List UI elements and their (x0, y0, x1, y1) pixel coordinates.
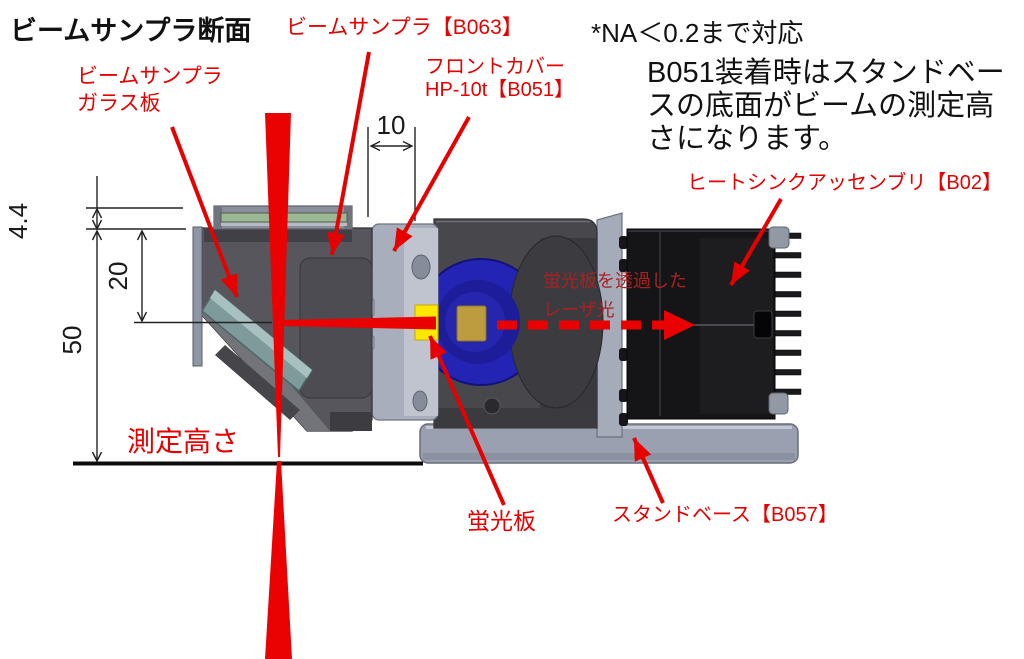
label-beam-sampler: ビームサンプラ【B063】 (286, 16, 523, 39)
label-glass-plate: ビームサンプラ ガラス板 (77, 65, 223, 116)
leader-heatsink (729, 197, 783, 287)
heatsink-bottom-post (768, 392, 789, 415)
dim-20: 20 (103, 262, 133, 291)
sensor-chip (456, 305, 487, 342)
note-na: *NA＜0.2まで対応 (591, 18, 804, 48)
dim-10: 10 (377, 110, 406, 140)
page-title: ビームサンプラ断面 (10, 16, 252, 46)
dim-50: 50 (57, 326, 87, 355)
beam-horizontal (280, 316, 436, 330)
lens-assembly (417, 235, 604, 409)
beam-dashed-arrowhead (664, 310, 695, 340)
heatsink-aperture-knob (753, 310, 773, 339)
beam-vertical-lower (265, 461, 292, 659)
label-fluorescent-plate: 蛍光板 (467, 508, 536, 534)
label-stand-base: スタンドベース【B057】 (612, 504, 838, 526)
leader-beam-sampler (327, 51, 371, 256)
leader-stand-base (632, 437, 665, 504)
dimension-lines (86, 127, 416, 463)
leader-front-cover (392, 116, 471, 252)
label-heatsink: ヒートシンクアッセンブリ【B02】 (687, 172, 1002, 194)
laser-beam (265, 113, 695, 659)
leader-glass-plate (170, 126, 239, 298)
mount-plate (192, 226, 203, 367)
label-measurement-height: 測定高さ (127, 426, 240, 457)
housing-cylinder (299, 257, 373, 399)
note-b051: B051装着時はスタンドベー スの底面がビームの測定高 さになります。 (647, 57, 1005, 156)
label-laser-through: 蛍光板を透過した レーザ光 (543, 271, 687, 320)
dim-4-4: 4.4 (3, 203, 33, 239)
heatsink-top-post (768, 226, 790, 249)
heatsink-fins (774, 232, 802, 395)
beam-vertical-upper (265, 113, 291, 457)
leader-arrows (170, 51, 783, 506)
leader-fluorescent (428, 335, 506, 506)
label-front-cover: フロントカバー HP-10t【B051】 (425, 56, 574, 101)
